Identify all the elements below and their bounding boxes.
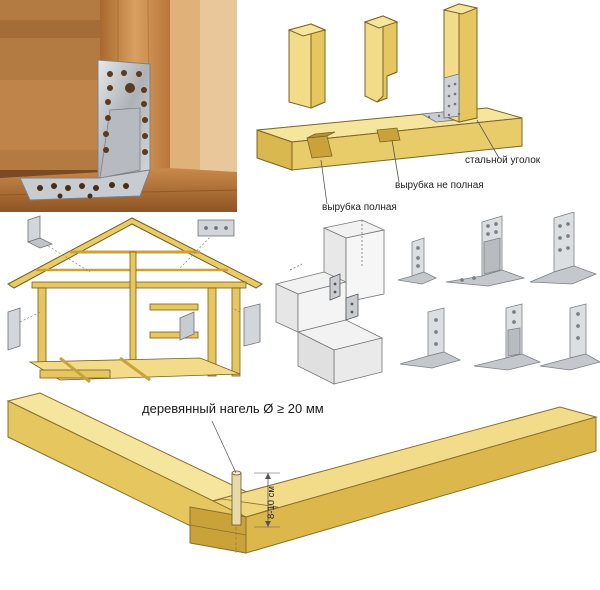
isometric-joint-diagram — [272, 212, 390, 387]
dowel-spec-label: деревянный нагель Ø ≥ 20 мм — [142, 401, 324, 416]
wooden-dowel-icon — [231, 470, 242, 526]
partial-notch-label: вырубка не полная — [395, 180, 484, 191]
bracket-item-1 — [397, 237, 437, 285]
dowel-depth-label: 8-10 см — [266, 486, 277, 519]
bracket-callout-right — [179, 303, 261, 347]
house-frame-diagram — [0, 212, 272, 387]
steel-corner-label: стальной уголок — [465, 155, 541, 166]
bracket-item-4 — [399, 307, 462, 369]
full-notch-label: вырубка полная — [322, 202, 397, 212]
photo-corner-bracket — [0, 0, 237, 212]
bracket-item-5 — [473, 303, 542, 371]
bracket-item-2 — [445, 215, 526, 287]
bracket-item-3 — [529, 212, 598, 285]
dowel-joint-diagram: деревянный нагель Ø ≥ 20 мм 8-10 см — [0, 387, 600, 590]
bracket-callout-topleft — [26, 215, 54, 249]
bracket-catalogue — [390, 212, 600, 387]
bracket-callout-left — [7, 307, 21, 351]
notch-joint-diagram: стальной уголок вырубка не полная вырубк… — [237, 0, 600, 212]
bracket-callout-topright — [197, 219, 235, 237]
bracket-item-6 — [539, 303, 600, 371]
